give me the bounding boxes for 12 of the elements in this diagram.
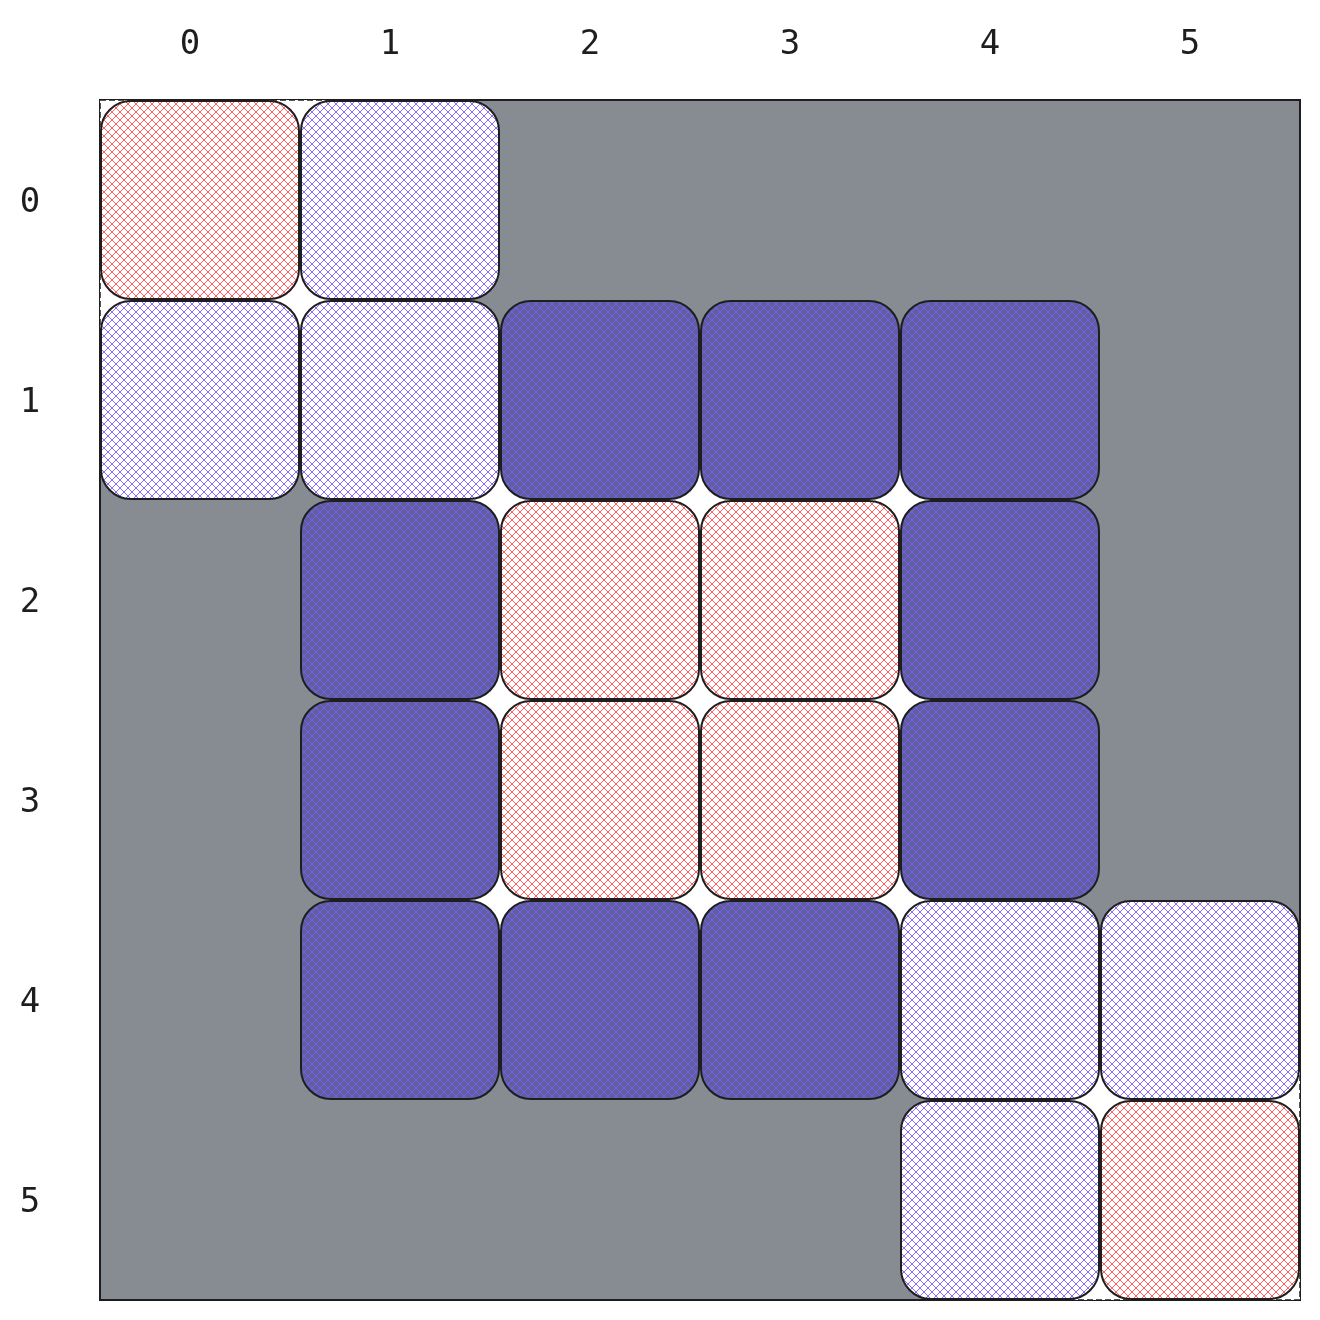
row-index: 1 [18,380,42,420]
column-index: 1 [378,22,402,62]
row-index: 5 [18,1180,42,1220]
row-index: 3 [18,780,42,820]
row-index: 0 [18,180,42,220]
column-index: 2 [578,22,602,62]
column-index: 0 [178,22,202,62]
column-index: 4 [978,22,1002,62]
column-index: 3 [778,22,802,62]
row-index: 4 [18,980,42,1020]
column-index: 5 [1178,22,1202,62]
row-index: 2 [18,580,42,620]
